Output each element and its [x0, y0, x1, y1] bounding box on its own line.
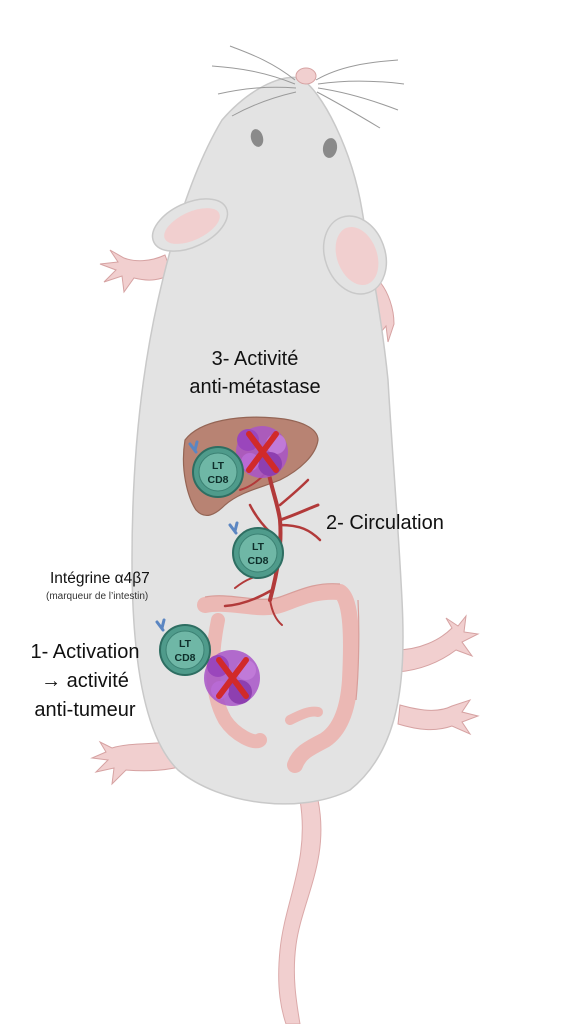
t-cell-circulation: LT CD8 — [228, 521, 284, 579]
t-cell-intestine-label-2: CD8 — [174, 652, 195, 664]
step1-line3: anti-tumeur — [34, 699, 136, 721]
right-hind-foot-2 — [397, 699, 480, 736]
t-cell-circulation-label-1: LT — [252, 541, 265, 553]
left-eye — [250, 129, 264, 147]
right-hind-foot — [394, 614, 480, 673]
right-ear-inner — [335, 226, 379, 286]
left-front-paw — [99, 249, 173, 294]
liver-metastasis — [236, 426, 288, 478]
t-cell-intestine-label-1: LT — [179, 638, 192, 650]
t-cell-liver: LT CD8 — [188, 440, 244, 498]
right-eye — [322, 138, 338, 158]
liver-cross-icon — [246, 431, 279, 473]
mouse-tail — [278, 799, 322, 1024]
t-cell-circulation-label-2: CD8 — [247, 555, 268, 567]
intestinal-tumor — [204, 650, 260, 706]
step1-line1: 1- Activation — [30, 641, 140, 663]
t-cell-liver-label-1: LT — [212, 460, 225, 472]
left-ear-inner — [164, 208, 220, 244]
step1-line2: → activité — [41, 670, 129, 692]
tumor-cross-icon — [216, 657, 249, 699]
step3-line1: 3- Activité — [211, 348, 299, 370]
t-cell-liver-label-2: CD8 — [207, 474, 228, 486]
step2-label: 2- Circulation — [326, 512, 444, 534]
step3-label: 3- Activité anti-métastase — [170, 345, 340, 401]
intestine-edge — [204, 583, 360, 701]
integrin-label: Intégrine α4β7 — [50, 570, 150, 587]
intestine — [197, 583, 359, 773]
mouse-nose — [295, 67, 317, 85]
t-cell-intestine: LT CD8 — [155, 618, 211, 676]
step1-label: 1- Activation → activité anti-tumeur — [10, 638, 160, 725]
whiskers — [211, 45, 405, 129]
step3-line2: anti-métastase — [189, 376, 321, 398]
integrin-note: (marqueur de l’intestin) — [46, 591, 149, 602]
